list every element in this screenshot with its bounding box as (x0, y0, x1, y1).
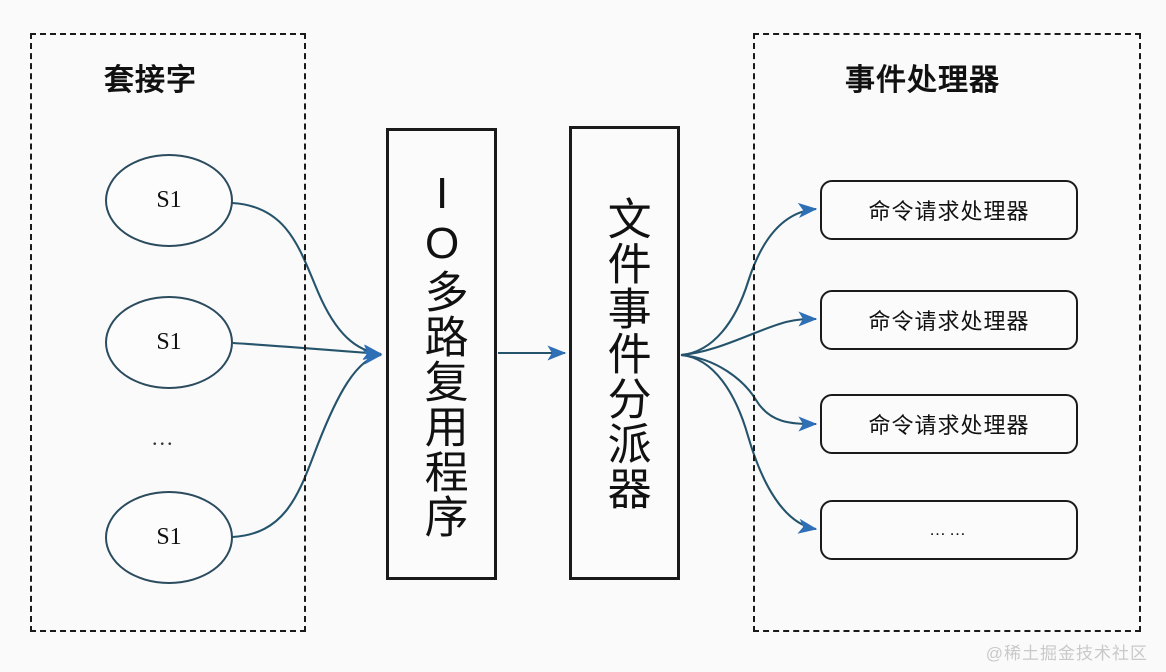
handler-box-label: …… (929, 520, 969, 539)
handler-box-label: 命令请求处理器 (868, 413, 1030, 438)
socket-node[interactable]: S1 (105, 154, 233, 247)
socket-node-label: S1 (156, 329, 182, 355)
group-socket-title: 套接字 (104, 64, 197, 97)
socket-node[interactable]: S1 (105, 491, 233, 584)
file-event-dispatcher-box[interactable]: 文件事件分派器 (569, 126, 680, 580)
io-multiplexing-label: IO多路复用程序 (417, 169, 467, 539)
handler-box[interactable]: 命令请求处理器 (820, 180, 1078, 240)
handler-box-more[interactable]: …… (820, 500, 1078, 560)
handler-box-label: 命令请求处理器 (868, 199, 1030, 224)
handler-box[interactable]: 命令请求处理器 (820, 394, 1078, 454)
group-event-handler (753, 33, 1141, 632)
socket-node[interactable]: S1 (105, 296, 233, 389)
watermark: @稀土掘金技术社区 (985, 644, 1148, 663)
socket-ellipsis-label: ... (152, 425, 175, 450)
socket-node-label: S1 (156, 524, 182, 550)
io-multiplexing-box[interactable]: IO多路复用程序 (386, 128, 497, 580)
handler-box[interactable]: 命令请求处理器 (820, 290, 1078, 350)
group-event-handler-title: 事件处理器 (845, 64, 1000, 97)
socket-node-label: S1 (156, 187, 182, 213)
file-event-dispatcher-label: 文件事件分派器 (600, 195, 650, 511)
handler-box-label: 命令请求处理器 (868, 309, 1030, 334)
group-socket (30, 33, 306, 632)
